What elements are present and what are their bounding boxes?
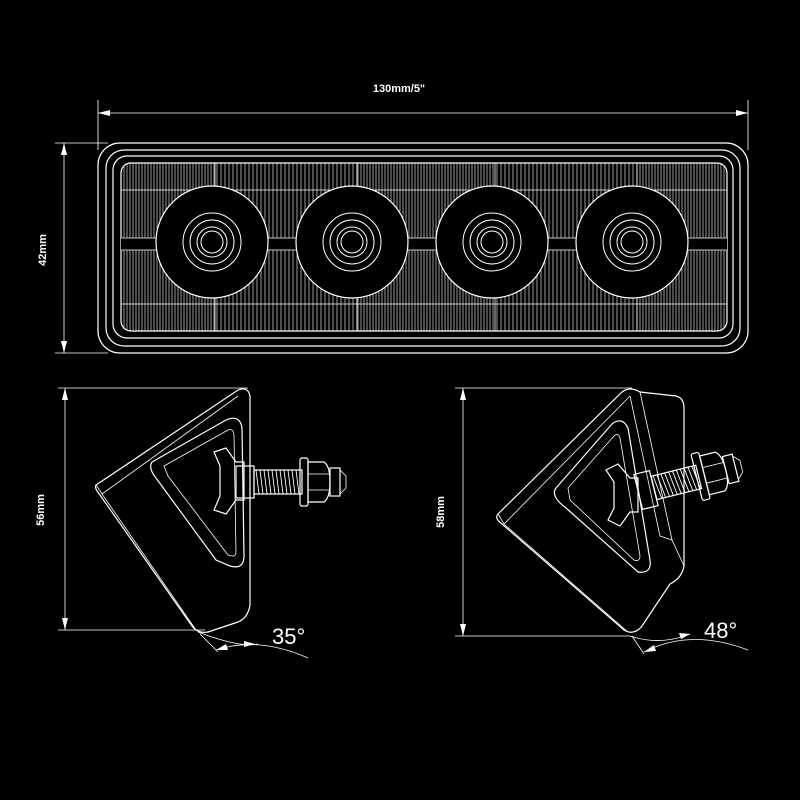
right-angle-dimension: 48° [629,618,749,655]
side-view-right: 58mm [435,387,749,655]
height-label: 42mm [37,234,49,266]
right-height-dimension: 58mm [435,387,632,637]
front-view: 130mm/5" 42mm [37,83,749,354]
left-bolt-thread [255,469,300,495]
right-angle-label: 48° [704,618,737,643]
led-module [295,185,409,299]
left-angle-dimension: 35° [197,624,309,659]
right-height-label: 58mm [435,496,447,528]
right-bracket [496,388,744,633]
led-module [155,185,269,299]
left-height-dimension: 56mm [35,387,248,631]
height-dimension: 42mm [37,142,108,354]
led-module [575,185,689,299]
width-dimension: 130mm/5" [97,83,749,150]
led-modules [155,185,689,299]
right-bolt-thread [652,466,701,499]
side-view-left: 56mm [35,387,347,659]
left-height-label: 56mm [35,494,47,526]
led-module [435,185,549,299]
width-label: 130mm/5" [373,83,425,95]
left-bracket [94,388,347,633]
left-angle-label: 35° [272,624,305,649]
